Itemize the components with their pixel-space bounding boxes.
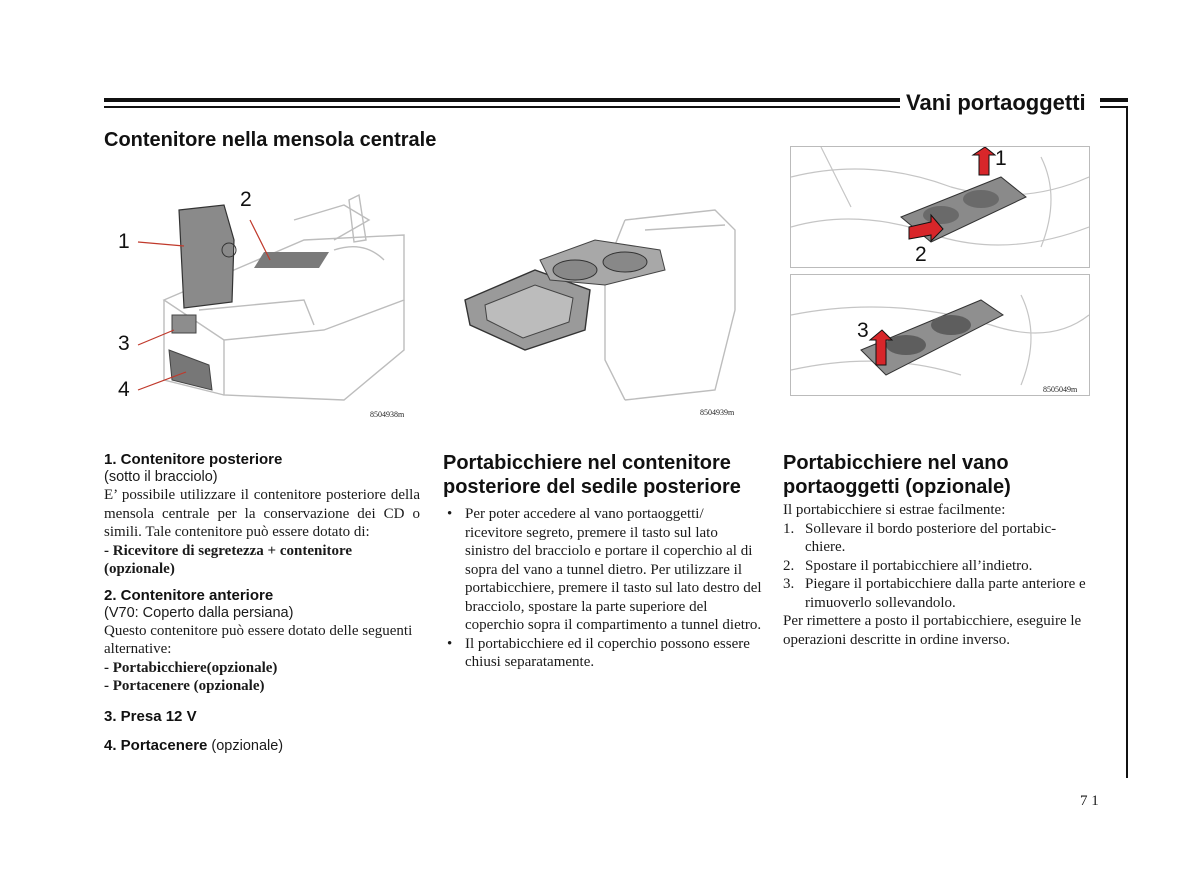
item3-title: 3. Presa 12 V xyxy=(104,707,197,725)
item4-title: 4. Portacenere xyxy=(104,736,208,754)
figure-code: 8504938m xyxy=(370,410,405,419)
section-heading: Contenitore nella mensola centrale xyxy=(104,129,437,151)
item2-text: Questo contenitore può essere dotato del… xyxy=(104,622,413,658)
header-rule-thick xyxy=(104,98,900,102)
callout-3: 3 xyxy=(118,332,130,355)
item4-sub: (opzionale) xyxy=(211,737,284,754)
column-middle: Portabicchiere nel contenitore posterior… xyxy=(443,451,763,672)
col3-step: 1.Sollevare il bordo posteriore del port… xyxy=(783,520,1057,556)
item1-sub: (sotto il bracciolo) xyxy=(104,469,218,485)
figure-glovebox-top: 1 2 xyxy=(790,146,1090,268)
column-right: Portabicchiere nel vano portaoggetti (op… xyxy=(783,451,1098,649)
page-number: 7 1 xyxy=(1080,793,1099,809)
item2-option-1: - Portabicchiere(opzionale) xyxy=(104,659,278,676)
callout-4: 4 xyxy=(118,378,130,401)
item2-sub: (V70: Coperto dalla persiana) xyxy=(104,604,294,621)
callout-glovebox-1: 1 xyxy=(995,147,1007,170)
right-margin-rule xyxy=(1126,106,1128,778)
col2-heading: Portabicchiere nel contenitore posterior… xyxy=(443,452,741,498)
armrest-illustration xyxy=(464,209,736,401)
col2-bullet: Per poter accedere al vano portaoggetti/… xyxy=(443,505,763,635)
item2-option-2: - Portacenere (opzionale) xyxy=(104,678,265,694)
figure-glovebox-bottom: 3 8505049m xyxy=(790,274,1090,396)
col2-bullet: Il portabicchiere ed il coperchio posson… xyxy=(443,635,763,672)
col2-bullets: Per poter accedere al vano portaoggetti/… xyxy=(443,505,763,672)
col3-intro: Il portabicchiere si estrae facilmente: xyxy=(783,502,1006,518)
header-rule-thin xyxy=(104,106,900,108)
item4-line: 4. Portacenere (opzionale) xyxy=(104,737,420,755)
glovebox-top-illustration xyxy=(790,146,1090,248)
callout-1: 1 xyxy=(118,230,130,253)
figure-armrest: 8504939m xyxy=(455,190,755,420)
item2-title: 2. Contenitore anteriore xyxy=(104,586,274,604)
col3-outro: Per rimettere a posto il portabicchiere,… xyxy=(783,613,1082,648)
item1-title: 1. Contenitore posteriore xyxy=(104,451,283,468)
header-rule-right-thick xyxy=(1100,98,1128,102)
console-illustration xyxy=(137,193,405,401)
callout-glovebox-2: 2 xyxy=(915,243,927,266)
figure-console: 1 2 3 4 8504938m xyxy=(104,180,424,425)
header-rule-right-thin xyxy=(1100,106,1128,108)
col3-heading: Portabicchiere nel vano portaoggetti (op… xyxy=(783,452,1011,498)
col3-step: 3.Piegare il portabicchiere dalla parte … xyxy=(783,576,1086,611)
col3-steps: 1.Sollevare il bordo posteriore del port… xyxy=(783,520,1098,613)
item1-option: - Ricevitore di segretezza + contenitore… xyxy=(104,542,353,578)
callout-glovebox-3: 3 xyxy=(857,319,869,342)
callout-2: 2 xyxy=(240,188,252,211)
figure-code: 8504939m xyxy=(700,408,735,417)
glovebox-bottom-illustration xyxy=(790,294,1090,386)
page-title: Vani portaoggetti xyxy=(906,90,1086,115)
figure-code: 8505049m xyxy=(1043,385,1078,394)
col3-step: 2.Spostare il portabicchiere all’indietr… xyxy=(783,557,1033,574)
item1-text: E’ possibile utilizzare il contenitore p… xyxy=(104,487,420,540)
column-left: 1. Contenitore posteriore (sotto il brac… xyxy=(104,451,420,755)
